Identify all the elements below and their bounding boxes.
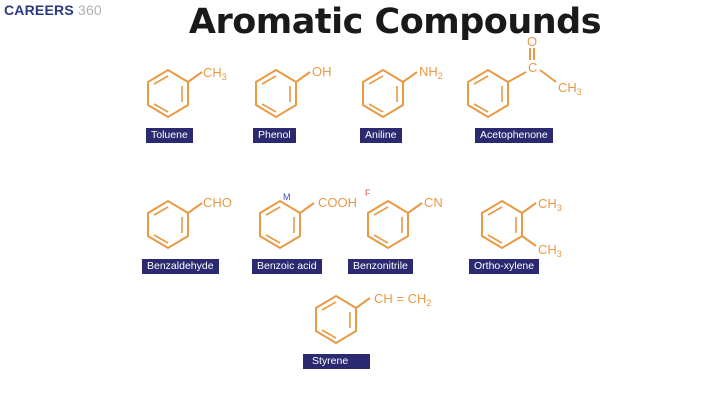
svg-text:COOH: COOH xyxy=(318,195,357,210)
benzene-ring-icon: COOH M xyxy=(259,192,357,250)
compound-toluene: CH3 Toluene xyxy=(140,62,250,152)
benzene-ring-icon: CH3 CH3 xyxy=(481,196,562,259)
page-title: Aromatic Compounds xyxy=(188,2,602,42)
svg-text:NH2: NH2 xyxy=(419,64,443,81)
mark-f: F xyxy=(365,188,371,198)
svg-text:CH = CH2: CH = CH2 xyxy=(374,291,431,308)
compound-benzonitrile: CN F Benzonitrile xyxy=(348,188,470,283)
svg-text:OH: OH xyxy=(312,64,332,79)
compound-ortho-xylene: CH3 CH3 Ortho-xylene xyxy=(469,193,594,283)
svg-text:CH3: CH3 xyxy=(203,65,227,82)
logo-brand: CAREERS xyxy=(4,2,74,18)
logo-number: 360 xyxy=(77,2,102,18)
compound-styrene: CH = CH2 Styrene xyxy=(303,288,438,378)
compound-label: Phenol xyxy=(253,128,296,143)
compound-label: Styrene xyxy=(303,354,371,369)
benzene-ring-icon: CH = CH2 xyxy=(315,291,431,345)
benzene-ring-icon: CHO xyxy=(147,195,232,250)
compound-label: Benzonitrile xyxy=(348,259,413,274)
compound-label: Aniline xyxy=(360,128,402,143)
svg-text:CN: CN xyxy=(424,195,443,210)
careers360-logo: CAREERS 360 xyxy=(4,2,102,18)
compound-label: Benzoic acid xyxy=(252,259,322,274)
compound-phenol: OH Phenol xyxy=(248,62,358,152)
compound-label: Ortho-xylene xyxy=(469,259,540,274)
benzene-ring-icon: CN F xyxy=(365,188,443,250)
svg-text:C: C xyxy=(528,60,537,75)
compound-aniline: NH2 Aniline xyxy=(355,62,465,152)
svg-text:CHO: CHO xyxy=(203,195,232,210)
compound-benzoic-acid: COOH M Benzoic acid xyxy=(252,192,372,283)
benzene-ring-icon: CH3 xyxy=(147,65,227,119)
svg-text:O: O xyxy=(527,34,537,49)
benzene-ring-icon: OH xyxy=(255,64,332,119)
svg-text:CH3: CH3 xyxy=(558,80,582,97)
compound-acetophenone: C O CH3 Acetophenone xyxy=(460,34,600,152)
svg-text:CH3: CH3 xyxy=(538,242,562,259)
compound-label: Acetophenone xyxy=(475,128,553,143)
benzene-ring-icon: C O CH3 xyxy=(467,34,582,119)
benzene-ring-icon: NH2 xyxy=(362,64,443,119)
compound-label: Toluene xyxy=(146,128,193,143)
compound-label: Benzaldehyde xyxy=(142,259,219,274)
svg-text:CH3: CH3 xyxy=(538,196,562,213)
compound-benzaldehyde: CHO Benzaldehyde xyxy=(140,193,250,283)
mark-m: M xyxy=(283,192,291,202)
